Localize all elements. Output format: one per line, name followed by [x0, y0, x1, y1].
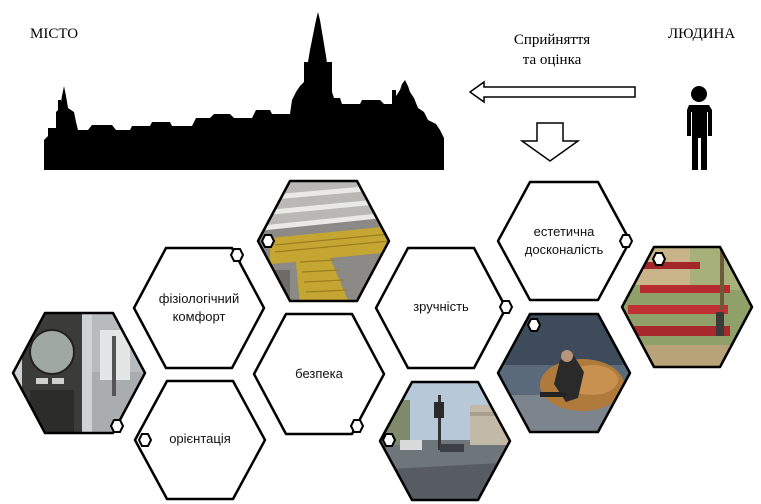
city-title: МІСТО	[30, 26, 79, 42]
arrow-left-icon	[468, 80, 636, 104]
marker-hex	[526, 318, 542, 332]
perception-line-1: Сприйняття	[513, 32, 591, 48]
marker-hex	[109, 419, 125, 433]
arrow-down-icon	[519, 122, 581, 162]
red-benches-photo	[620, 245, 754, 369]
label-line-1: фізіологічний	[158, 291, 240, 306]
label-fiziologichnyi-komfort: фізіологічний комфорт	[144, 284, 254, 332]
seat-sculpture-photo	[496, 312, 632, 434]
hexagon-markers	[109, 234, 667, 447]
perception-caption: Сприйняття та оцінка	[492, 30, 612, 70]
marker-hex	[137, 433, 153, 447]
label-estetychna-doskonalist: естетична досконалість	[508, 217, 620, 265]
label-orientatsiia: орієнтація	[145, 428, 255, 450]
perception-line-2: та оцінка	[522, 52, 582, 68]
street-traffic-light-photo	[378, 380, 512, 502]
label-line-2: комфорт	[172, 309, 226, 324]
marker-hex	[498, 300, 514, 314]
hexagon-fiziologichnyi	[132, 246, 266, 370]
marker-hex	[381, 433, 397, 447]
label-line-2: досконалість	[524, 242, 604, 257]
label-line-1: естетична	[533, 224, 595, 239]
city-skyline-icon	[44, 12, 444, 170]
marker-hex	[349, 419, 365, 433]
signpost-photo	[11, 311, 147, 435]
human-title: ЛЮДИНА	[668, 26, 736, 42]
hexagon-bezpeka	[252, 312, 386, 436]
marker-hex	[651, 252, 667, 266]
tactile-paving-photo	[256, 179, 391, 303]
label-line-1: орієнтація	[169, 431, 231, 446]
marker-hex	[229, 248, 245, 262]
marker-hex	[260, 234, 276, 248]
hexagon-orientatsiia	[133, 379, 267, 501]
person-icon	[687, 86, 712, 170]
marker-hex	[618, 234, 634, 248]
label-bezpeka: безпека	[264, 363, 374, 385]
label-zruchnist: зручність	[386, 296, 496, 318]
label-line-1: зручність	[413, 299, 469, 314]
label-line-1: безпека	[295, 366, 343, 381]
